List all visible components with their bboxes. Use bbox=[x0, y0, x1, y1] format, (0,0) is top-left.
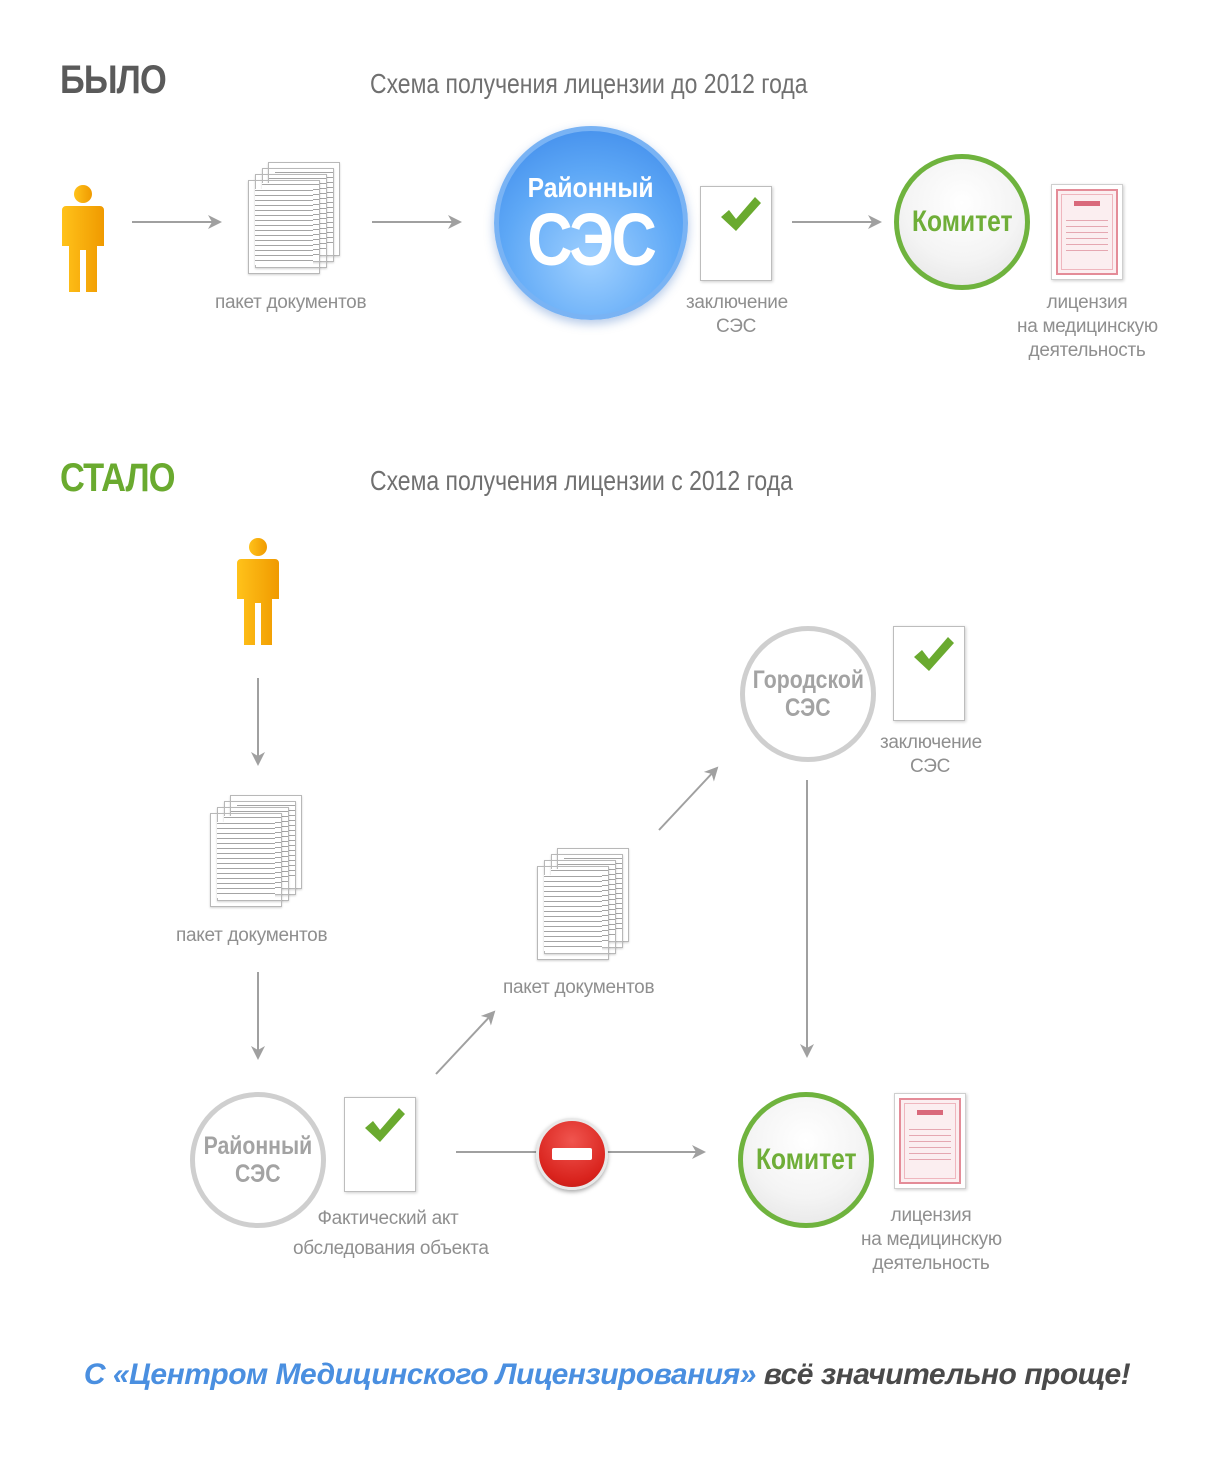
arrow-icon bbox=[132, 215, 222, 229]
after-subtitle: Схема получения лицензии с 2012 года bbox=[370, 465, 793, 496]
committee-circle: Комитет bbox=[738, 1092, 874, 1228]
district-ses-circle: Районный СЭС bbox=[190, 1092, 326, 1228]
arrow-icon bbox=[792, 215, 882, 229]
documents-caption: пакет документов bbox=[215, 292, 367, 313]
city-ses-label-1: Городской bbox=[752, 666, 864, 694]
license-caption: лицензия на медицинскую деятельность bbox=[1017, 292, 1158, 361]
arrow-icon bbox=[372, 215, 462, 229]
after-heading: СТАЛО bbox=[60, 456, 176, 500]
district-ses-circle: Районный СЭС bbox=[494, 126, 688, 320]
act-document-icon bbox=[344, 1097, 416, 1192]
district-ses-label-2: СЭС bbox=[235, 1160, 281, 1188]
arrow-down-icon bbox=[800, 780, 814, 1058]
conclusion-document-icon bbox=[893, 626, 965, 721]
conclusion-document-icon bbox=[700, 186, 772, 281]
documents-stack-icon bbox=[210, 795, 310, 915]
arrow-down-icon bbox=[251, 972, 265, 1060]
committee-label: Комитет bbox=[755, 1143, 857, 1176]
committee-circle: Комитет bbox=[894, 154, 1030, 290]
documents-caption: пакет документов bbox=[176, 925, 328, 946]
arrow-down-icon bbox=[251, 678, 265, 766]
checkmark-icon bbox=[721, 197, 761, 231]
before-subtitle: Схема получения лицензии до 2012 года bbox=[370, 68, 808, 99]
documents-stack-icon bbox=[537, 848, 637, 968]
committee-label: Комитет bbox=[911, 205, 1013, 238]
footer-slogan: С «Центром Медицинского Лицензирования» … bbox=[0, 1358, 1214, 1392]
arrow-diagonal-icon bbox=[658, 766, 719, 831]
documents-caption: пакет документов bbox=[503, 977, 655, 998]
footer-highlight: С «Центром Медицинского Лицензирования» bbox=[83, 1358, 757, 1391]
act-caption: Фактический акт обследования объекта bbox=[293, 1208, 489, 1259]
checkmark-icon bbox=[914, 637, 954, 671]
district-ses-label-1: Районный bbox=[528, 172, 654, 203]
license-document-icon bbox=[894, 1093, 966, 1189]
person-icon bbox=[62, 185, 104, 292]
conclusion-caption: заключение СЭС bbox=[880, 732, 982, 777]
footer-rest: всё значительно проще! bbox=[763, 1358, 1131, 1391]
checkmark-icon bbox=[365, 1108, 405, 1142]
city-ses-label-2: СЭС bbox=[785, 694, 831, 722]
district-ses-label-1: Районный bbox=[203, 1132, 313, 1160]
arrow-diagonal-icon bbox=[435, 1010, 496, 1075]
before-heading: БЫЛО bbox=[60, 58, 167, 102]
city-ses-circle: Городской СЭС bbox=[740, 626, 876, 762]
district-ses-label-2: СЭС bbox=[527, 198, 657, 281]
license-caption: лицензия на медицинскую деятельность bbox=[861, 1205, 1002, 1274]
license-document-icon bbox=[1051, 184, 1123, 280]
conclusion-caption: заключение СЭС bbox=[686, 292, 788, 337]
no-entry-icon bbox=[536, 1118, 608, 1190]
documents-stack-icon bbox=[248, 162, 348, 282]
person-icon bbox=[237, 538, 279, 645]
